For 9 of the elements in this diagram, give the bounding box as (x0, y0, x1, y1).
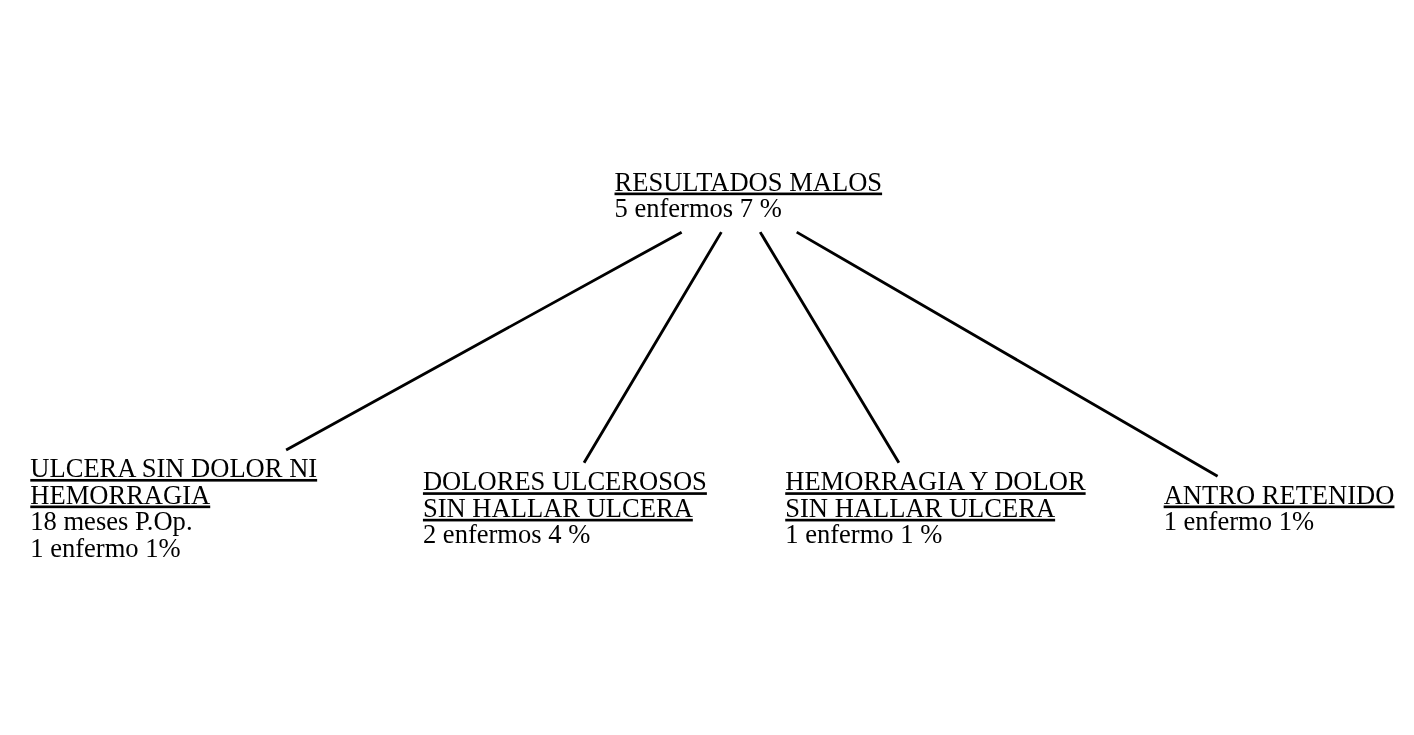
connector (582, 231, 723, 464)
node-text: DOLORES ULCEROSOS SIN HALLAR ULCERA 2 enfermos 4 % (422, 466, 707, 550)
connector (796, 230, 1219, 478)
connector (285, 230, 683, 452)
node-text: ULCERA SIN DOLOR NI HEMORRAGIA 18 meses P.Op. 1 enfermo 1% (30, 452, 318, 563)
connector (759, 231, 901, 464)
node-text: RESULTADOS MALOS 5 enfermos 7 % (614, 166, 883, 224)
node-text: HEMORRAGIA Y DOLOR SIN HALLAR ULCERA 1 enfermo 1 % (785, 466, 1086, 550)
node-text: ANTRO RETENIDO 1 enfermo 1% (1163, 479, 1395, 537)
